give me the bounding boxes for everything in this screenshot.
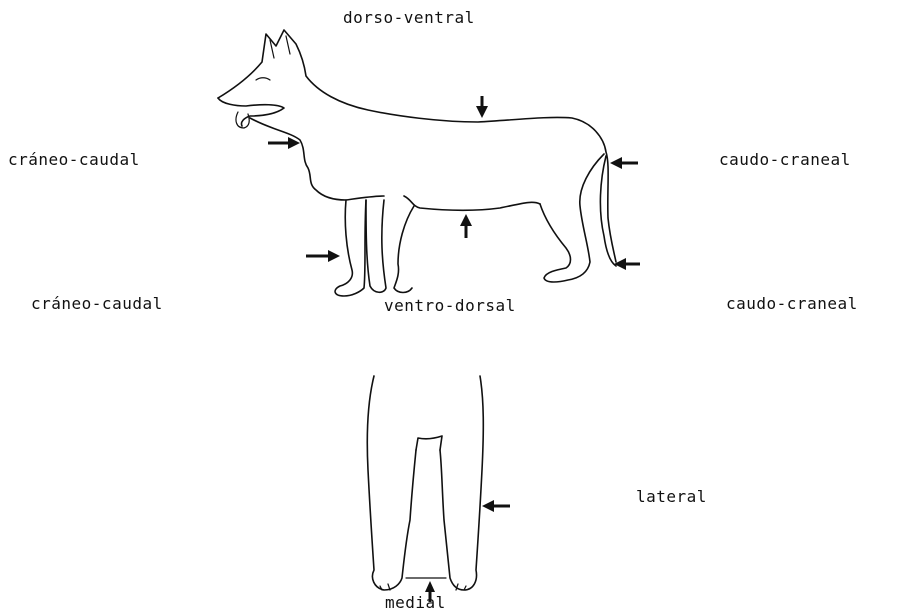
dog-front-leg [335,200,366,296]
label-craneo-caudal-lower: cráneo-caudal [31,296,163,312]
arrow-caudo-craneal-lower [614,258,640,270]
dog-forelegs-front-view [367,376,483,590]
dog-lateral-view [218,30,616,296]
label-caudo-craneal-upper: caudo-craneal [719,152,851,168]
arrow-caudo-craneal-upper [610,157,638,169]
label-craneo-caudal-upper: cráneo-caudal [8,152,140,168]
arrow-craneo-caudal-lower [306,250,340,262]
dog-chest-outline [250,118,384,200]
label-caudo-craneal-lower: caudo-craneal [726,296,858,312]
chest-between-legs [416,436,442,450]
dog-hind-leg-far [394,206,414,293]
left-foreleg-outline [440,376,483,590]
right-foreleg-outline [367,376,416,590]
arrow-ventro-dorsal [460,214,472,238]
dog-hind-leg [540,154,604,282]
arrow-craneo-caudal-upper [268,137,300,149]
label-medial: medial [385,595,446,611]
arrow-dorso-ventral [476,96,488,118]
label-dorso-ventral: dorso-ventral [343,10,475,26]
dog-front-leg-far [366,200,386,292]
arrow-lateral [482,500,510,512]
dog-snout [218,98,284,126]
dog-eye [256,78,270,80]
dog-belly-outline [404,196,540,210]
label-lateral: lateral [636,489,707,505]
dog-back-outline [218,30,616,262]
label-ventro-dorsal: ventro-dorsal [384,298,516,314]
